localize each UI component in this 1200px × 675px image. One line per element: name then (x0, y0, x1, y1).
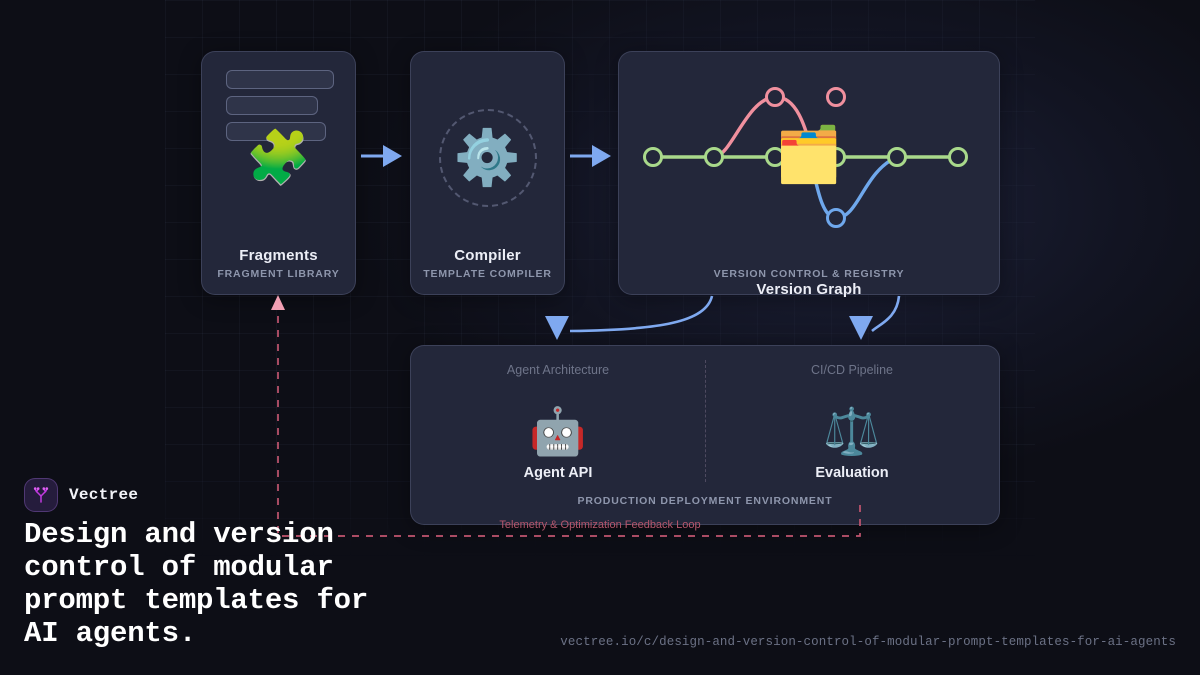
card-compiler[interactable]: ⚙️ Compiler TEMPLATE COMPILER (410, 51, 565, 295)
card-production-environment[interactable]: Agent Architecture 🤖 Agent API CI/CD Pip… (410, 345, 1000, 525)
card-version-graph[interactable]: 🗂️ Version Graph VERSION CONTROL & REGIS… (618, 51, 1000, 298)
brand-name: Vectree (69, 486, 139, 504)
production-footer: PRODUCTION DEPLOYMENT ENVIRONMENT (577, 495, 833, 507)
card-version-graph-footer: VERSION CONTROL & REGISTRY (713, 268, 905, 280)
version-graph-visual (643, 87, 968, 228)
brand: Vectree (24, 478, 138, 512)
vectree-tree-logo-icon (24, 478, 58, 512)
compiler-dashed-ring (438, 109, 537, 207)
puzzle-piece-icon: 🧩 (246, 129, 311, 187)
graph-main-nodes (643, 147, 968, 167)
balance-scale-icon: ⚖️ (823, 405, 881, 457)
graph-branch-nodes (765, 87, 846, 228)
page-headline: Design and version control of modular pr… (24, 518, 369, 650)
card-file-box-icon: 🗂️ (775, 125, 843, 185)
card-fragments[interactable]: 🧩 Fragments FRAGMENT LIBRARY (201, 51, 356, 295)
gear-icon: ⚙️ (453, 128, 522, 188)
card-compiler-footer: TEMPLATE COMPILER (423, 268, 552, 280)
agent-api-label: Agent API (523, 465, 593, 481)
page-url: vectree.io/c/design-and-version-control-… (560, 635, 1176, 649)
fragment-bar-3 (226, 122, 326, 141)
card-version-graph-title: Version Graph (756, 281, 862, 298)
fragment-bar-1 (226, 70, 334, 89)
agent-architecture-subtitle: Agent Architecture (506, 363, 610, 377)
cicd-pipeline-subtitle: CI/CD Pipeline (811, 363, 893, 377)
card-compiler-title: Compiler (454, 247, 521, 264)
card-fragments-title: Fragments (239, 247, 318, 264)
robot-icon: 🤖 (529, 405, 587, 457)
fragment-bar-2 (226, 96, 318, 115)
evaluation-label: Evaluation (815, 465, 889, 481)
card-fragments-footer: FRAGMENT LIBRARY (217, 268, 340, 280)
